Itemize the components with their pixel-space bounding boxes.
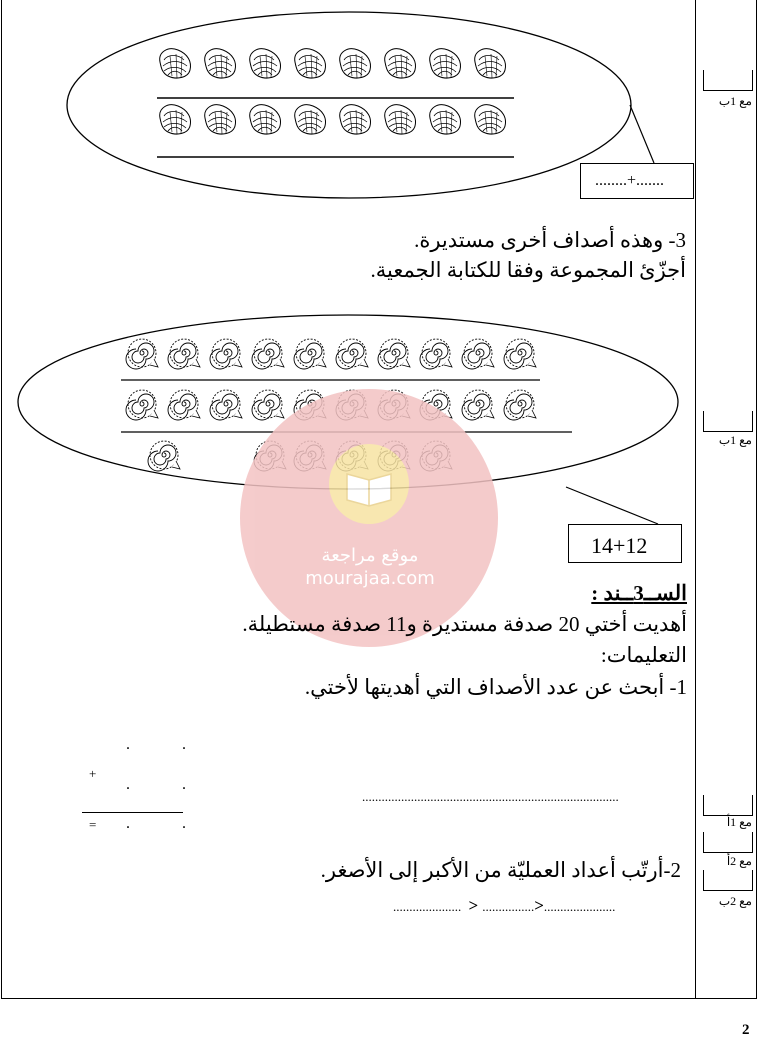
- gt-sign-2: >: [534, 896, 544, 915]
- score-box-3[interactable]: [703, 795, 753, 816]
- round-shells-row-1: [125, 338, 537, 370]
- order-blank-1[interactable]: .....................: [393, 899, 462, 914]
- task1-answer-line[interactable]: ........................................…: [362, 789, 619, 804]
- q3-line1: 3- وهذه أصداف أخرى مستديرة.: [414, 228, 686, 252]
- situation-heading: الســ3ــند :: [591, 581, 687, 605]
- task1-text: 1- أبحث عن عدد الأصداف التي أهديتها لأخت…: [304, 675, 687, 699]
- middle-answer-box[interactable]: 14+12: [568, 524, 682, 563]
- illustration-layer: [17, 11, 679, 647]
- page-frame: [1, 0, 757, 999]
- score-label-2: مع 1ب: [718, 433, 752, 447]
- addition-row2: . .: [126, 776, 210, 793]
- score-box-2[interactable]: [703, 411, 753, 432]
- grading-margin-divider: [695, 0, 696, 999]
- equals-sign: =: [89, 817, 97, 832]
- score-label-5: مع 2ب: [718, 894, 752, 908]
- score-box-4[interactable]: [703, 832, 753, 853]
- order-blank-2[interactable]: ................: [482, 899, 535, 914]
- middle-answer-text: 14+12: [591, 533, 648, 558]
- top-ellipse: [66, 11, 632, 199]
- watermark-logo: [240, 389, 498, 647]
- addition-row1: . .: [126, 736, 210, 753]
- task2-text: 2-أرتّب أعداد العمليّة من الأكبر إلى الأ…: [320, 858, 681, 882]
- middle-connector-line: [565, 486, 659, 525]
- watermark-arabic: موقع مراجعة: [321, 545, 419, 566]
- top-answer-text: ........+.......: [595, 172, 665, 189]
- score-label-4: مع 2أ: [726, 854, 752, 868]
- order-row: ..................... >................>…: [393, 896, 615, 916]
- addition-line: [82, 812, 183, 813]
- plus-sign: +: [89, 766, 97, 781]
- score-box-1[interactable]: [703, 70, 753, 91]
- top-connector-line: [629, 104, 655, 164]
- situation-statement: أهديت أختي 20 صدفة مستديرة و11 صدفة مستط…: [242, 612, 687, 636]
- q3-line2: أجزّئ المجموعة وفقا للكتابة الجمعية.: [370, 258, 686, 282]
- score-label-1: مع 1ب: [718, 94, 752, 108]
- page-number: 2: [742, 1022, 750, 1038]
- order-blank-3[interactable]: ......................: [543, 899, 616, 914]
- gt-sign-1: >: [468, 896, 479, 915]
- instructions-label: التعليمات:: [600, 643, 687, 667]
- watermark-url: mourajaa.com: [305, 568, 435, 589]
- top-answer-box[interactable]: ........+.......: [580, 163, 694, 199]
- rough-shells-row-2: [159, 104, 506, 135]
- addition-result: . .: [126, 815, 210, 832]
- score-box-5[interactable]: [703, 870, 753, 891]
- score-label-3: مع 1أ: [726, 815, 752, 829]
- rough-shells-row-1: [159, 48, 506, 79]
